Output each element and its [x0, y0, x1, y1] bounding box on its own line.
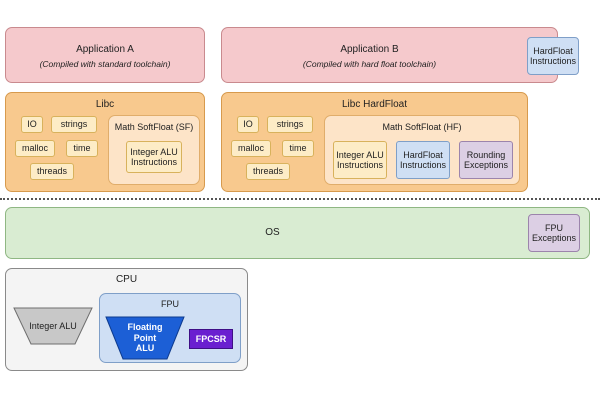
integer-alu-shape — [13, 307, 93, 345]
libc-hf-io: IO — [237, 116, 259, 133]
os-box: OS FPU Exceptions — [5, 207, 590, 259]
libc-hf-malloc: malloc — [231, 140, 271, 157]
cpu-title: CPU — [115, 274, 138, 285]
floating-point-alu-shape — [105, 316, 185, 360]
integer-alu-label: Integer ALU — [29, 320, 77, 331]
app-b-hardfloat-instructions: HardFloat Instructions — [527, 37, 579, 75]
libc-malloc: malloc — [15, 140, 55, 157]
libc-hardfloat-title: Libc HardFloat — [341, 99, 408, 110]
application-a-title: Application A — [76, 44, 134, 55]
libc-time: time — [66, 140, 98, 157]
libc-hardfloat-box: Libc HardFloat IO strings malloc time th… — [221, 92, 528, 192]
cpu-box: CPU Integer ALU FPU Floating Point ALU F… — [5, 268, 248, 371]
os-fpu-exceptions: FPU Exceptions — [528, 214, 580, 252]
application-b-subtitle: (Compiled with hard float toolchain) — [302, 59, 437, 69]
libc-hf-integer-alu-instructions: Integer ALU Instructions — [333, 141, 387, 179]
floating-point-alu-label: Floating Point ALU — [127, 322, 163, 354]
libc-hf-time: time — [282, 140, 314, 157]
application-a-box: Application A (Compiled with standard to… — [5, 27, 205, 83]
libc-strings: strings — [51, 116, 97, 133]
fpcsr-box: FPCSR — [189, 329, 233, 349]
libc-hf-math-softfloat-box: Math SoftFloat (HF) Integer ALU Instruct… — [324, 115, 520, 185]
libc-hf-rounding-exceptions: Rounding Exceptions — [459, 141, 513, 179]
libc-math-softfloat-box: Math SoftFloat (SF) Integer ALU Instruct… — [108, 115, 200, 185]
privilege-separator-line — [0, 198, 600, 200]
libc-title: Libc — [95, 99, 115, 110]
libc-io: IO — [21, 116, 43, 133]
application-b-box: Application B (Compiled with hard float … — [221, 27, 579, 83]
libc-math-softfloat-title: Math SoftFloat (SF) — [114, 122, 194, 132]
application-b-title: Application B — [340, 44, 399, 55]
libc-box: Libc IO strings malloc time threads Math… — [5, 92, 205, 192]
libc-hf-strings: strings — [267, 116, 313, 133]
application-a-subtitle: (Compiled with standard toolchain) — [39, 59, 171, 69]
libc-hf-threads: threads — [246, 163, 290, 180]
libc-hf-hardfloat-instructions: HardFloat Instructions — [396, 141, 450, 179]
libc-hf-math-softfloat-title: Math SoftFloat (HF) — [382, 122, 462, 132]
fpu-title: FPU — [161, 299, 179, 309]
libc-threads: threads — [30, 163, 74, 180]
libc-integer-alu-instructions: Integer ALU Instructions — [126, 141, 182, 173]
fpu-box: FPU Floating Point ALU FPCSR — [99, 293, 241, 363]
os-title: OS — [265, 227, 280, 238]
